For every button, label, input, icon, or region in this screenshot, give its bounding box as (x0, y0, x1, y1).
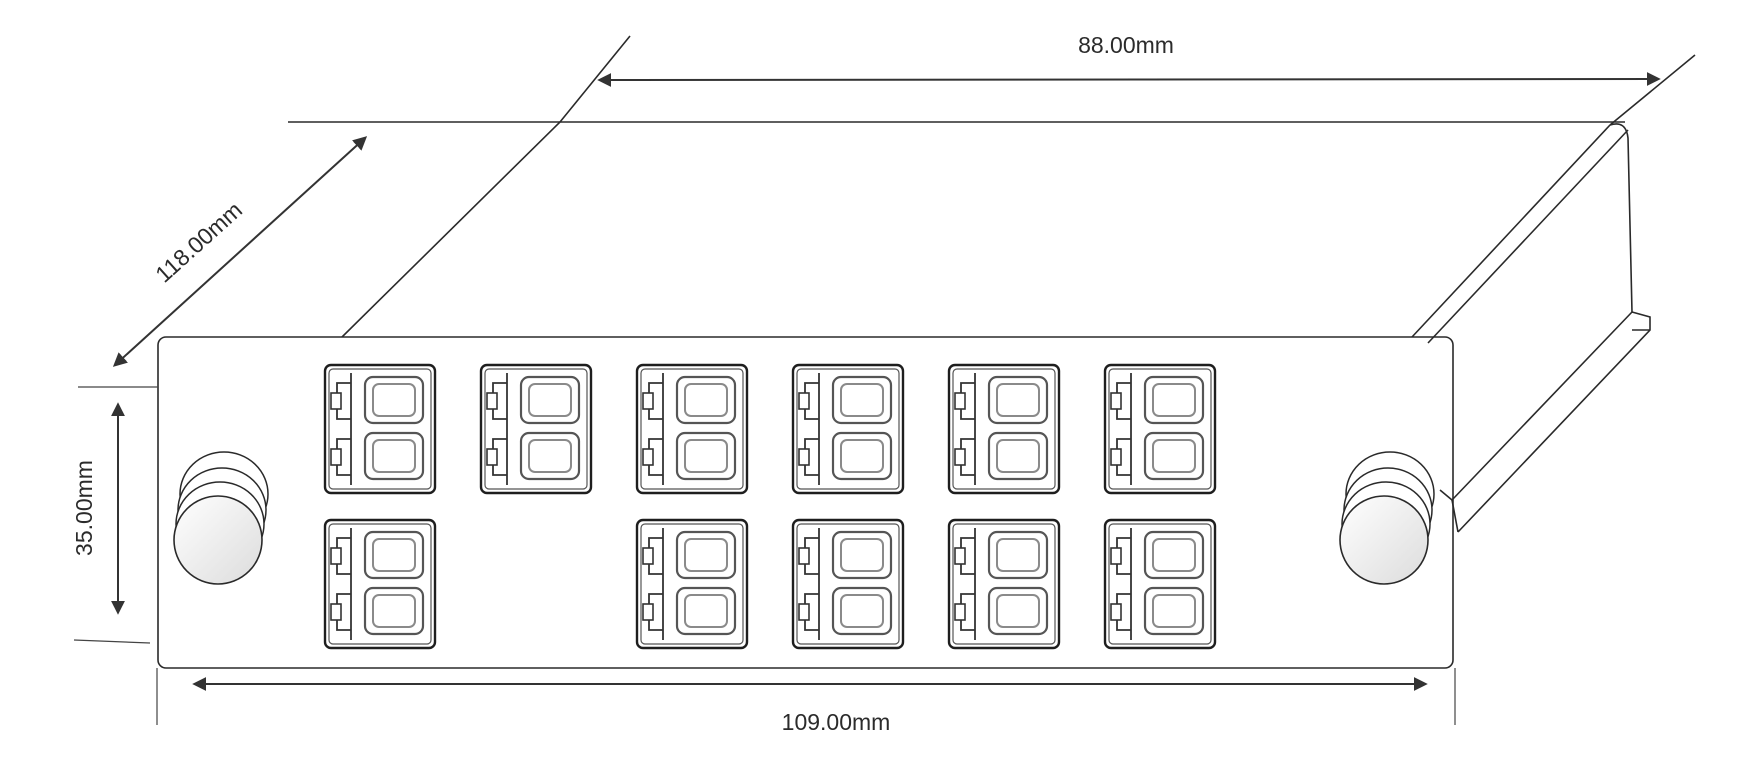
adapter-top-1 (323, 363, 437, 495)
adapter-top-6 (1103, 363, 1217, 495)
side-rail-flange (1457, 311, 1651, 533)
adapter-top-2 (479, 363, 593, 495)
left-thumbscrew-icon (173, 451, 269, 585)
right-thumbscrew-icon (1339, 451, 1435, 585)
depth-label: 118.00mm (150, 197, 247, 288)
adapter-top-3 (635, 363, 749, 495)
top-width-label: 88.00mm (1078, 32, 1174, 58)
adapter-bottom-6 (1103, 518, 1217, 650)
adapter-bottom-3 (635, 518, 749, 650)
depth-extension-left (559, 35, 631, 123)
module-body (288, 35, 1696, 533)
adapter-bottom-4 (791, 518, 905, 650)
back-right-corner (1609, 123, 1633, 313)
adapter-grid (323, 363, 1217, 650)
side-rail-top (1411, 124, 1611, 338)
adapter-bottom-1 (323, 518, 437, 650)
front-faceplate (157, 336, 1454, 669)
top-left-edge (341, 121, 561, 338)
depth-arrow (112, 136, 368, 367)
side-rail-top-inner (1427, 129, 1629, 344)
adapter-top-5 (947, 363, 1061, 495)
top-width-arrow (597, 72, 1661, 87)
side-rail-lower-edge (1451, 311, 1633, 501)
front-width-label: 109.00mm (782, 709, 891, 735)
height-label: 35.00mm (71, 460, 97, 556)
extension-lines (73, 386, 1456, 725)
adapter-top-4 (791, 363, 905, 495)
rail-end-join (1439, 489, 1453, 501)
top-width-extension-right (1609, 54, 1696, 126)
adapter-bottom-5 (947, 518, 1061, 650)
